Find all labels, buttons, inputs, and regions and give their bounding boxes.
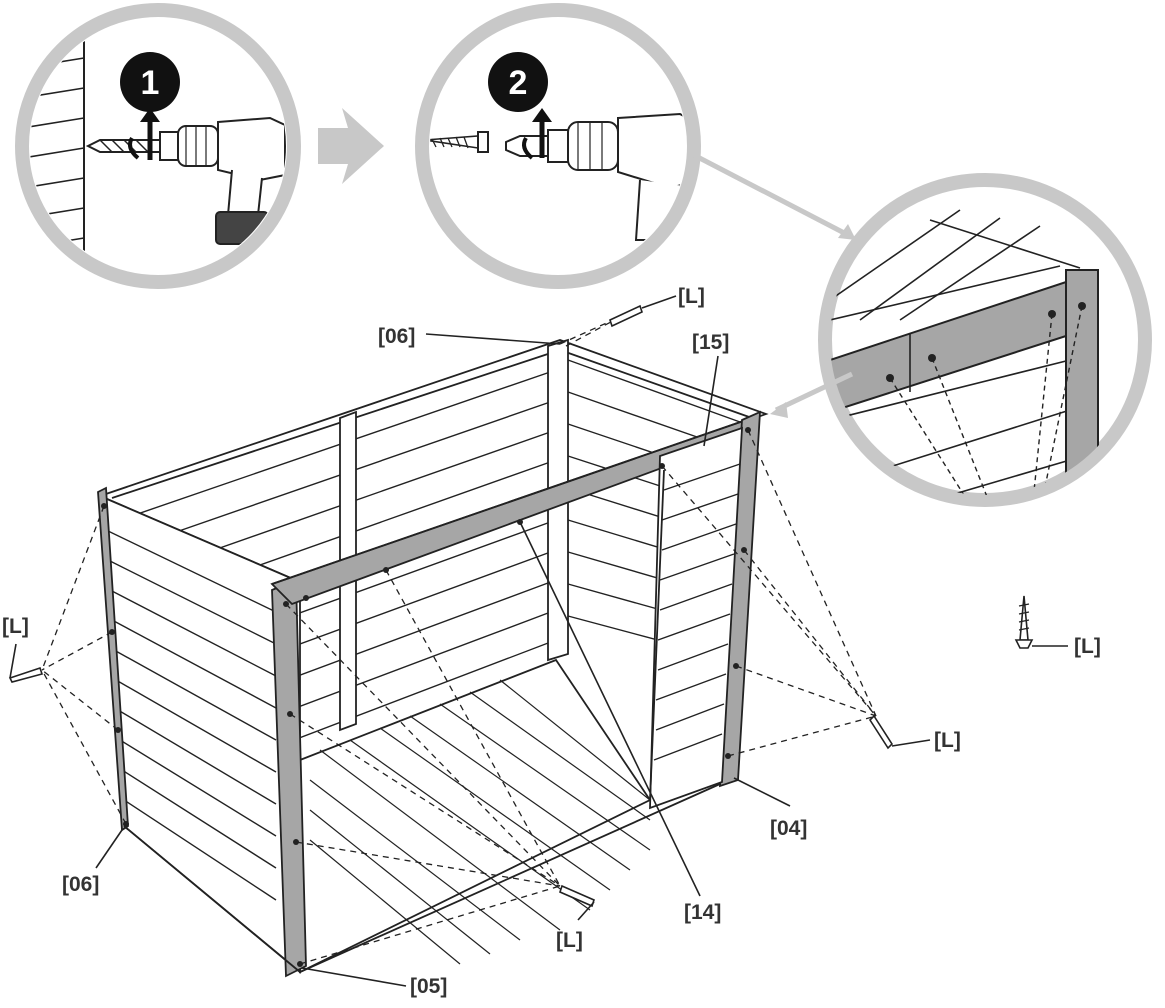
part-label-l-bottom: [L] [556,929,583,952]
detail-inset [818,173,1152,649]
part-label-l-left: [L] [2,615,29,638]
detail-pointer-line [774,371,854,413]
step2-pointer-line [686,149,852,239]
screw-guide-lines [41,315,877,965]
part-label-14: [14] [684,901,722,924]
part-label-05: [05] [410,975,448,998]
step1-number: 1 [141,64,160,102]
rotation-arrow-icon [128,108,160,160]
part-label-06-top: [06] [378,325,416,348]
part-label-l-detail: [L] [1074,635,1101,658]
part-label-06-bottom: [06] [62,873,100,896]
next-step-arrow-icon [318,108,384,184]
part-label-l-right: [L] [934,729,961,752]
step2-inset: 2 [415,3,701,289]
screw-icon [8,304,894,908]
step1-inset: 1 [15,3,301,289]
screw-icon [1014,595,1034,649]
part-label-l-top: [L] [678,285,705,308]
screw-icon [430,131,489,153]
step2-number: 2 [509,64,528,102]
label-leader-lines [9,295,931,987]
rotation-arrow-icon [522,108,552,160]
drill-icon [159,116,286,245]
part-label-04: [04] [770,817,808,840]
shed-assembly [97,338,769,978]
part-label-15: [15] [692,331,730,354]
